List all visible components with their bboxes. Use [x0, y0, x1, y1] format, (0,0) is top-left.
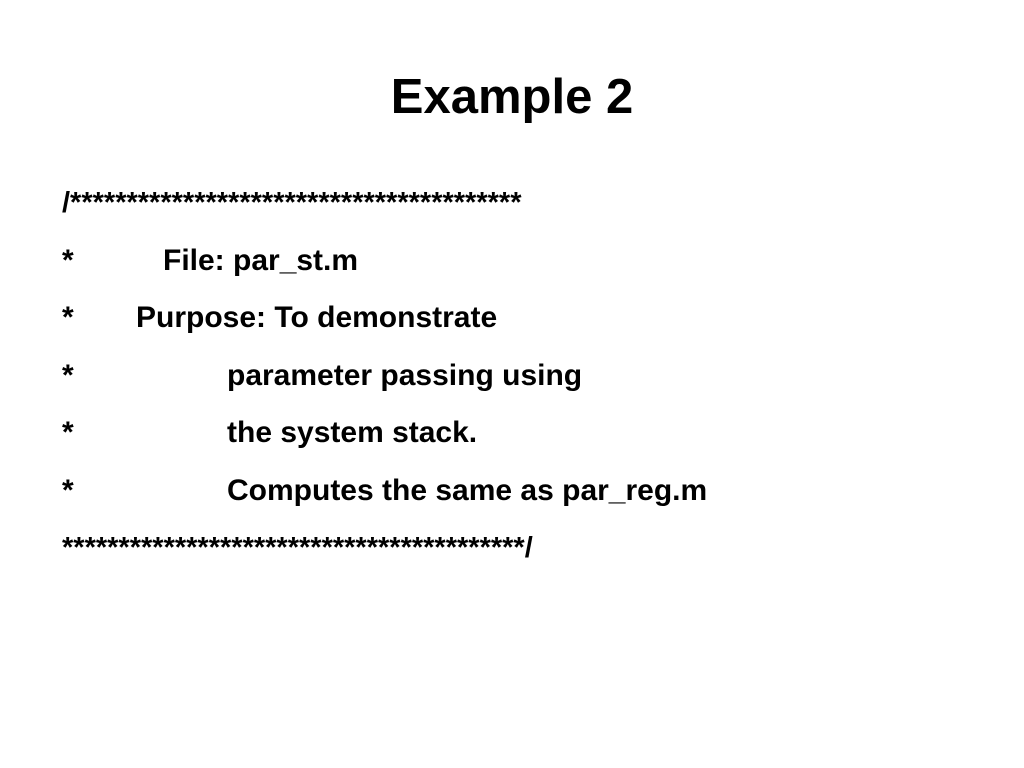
comment-asterisk: *	[62, 358, 74, 392]
comment-asterisk: *	[62, 301, 74, 334]
comment-bottom-border: ****************************************…	[62, 532, 533, 564]
comment-top-border: /***************************************…	[62, 187, 522, 219]
comment-line-continuation-1: * parameter passing using	[62, 354, 1012, 412]
code-comment-block: /***************************************…	[62, 181, 1012, 584]
comment-asterisk: *	[62, 243, 74, 277]
comment-line-continuation-2: * the system stack.	[62, 411, 1012, 469]
comment-asterisk: *	[62, 416, 74, 449]
continuation-text: parameter passing using	[227, 358, 583, 392]
comment-asterisk: *	[62, 473, 74, 507]
comment-line-purpose: * Purpose: To demonstrate	[62, 296, 1012, 354]
continuation-text: Computes the same as par_reg.m	[227, 473, 708, 507]
comment-line-continuation-3: * Computes the same as par_reg.m	[62, 469, 1012, 527]
file-name-text: File: par_st.m	[163, 243, 359, 277]
continuation-text: the system stack.	[227, 416, 478, 449]
slide-title: Example 2	[390, 70, 634, 124]
comment-line-file: * File: par_st.m	[62, 239, 1012, 297]
purpose-text: Purpose: To demonstrate	[136, 301, 498, 334]
